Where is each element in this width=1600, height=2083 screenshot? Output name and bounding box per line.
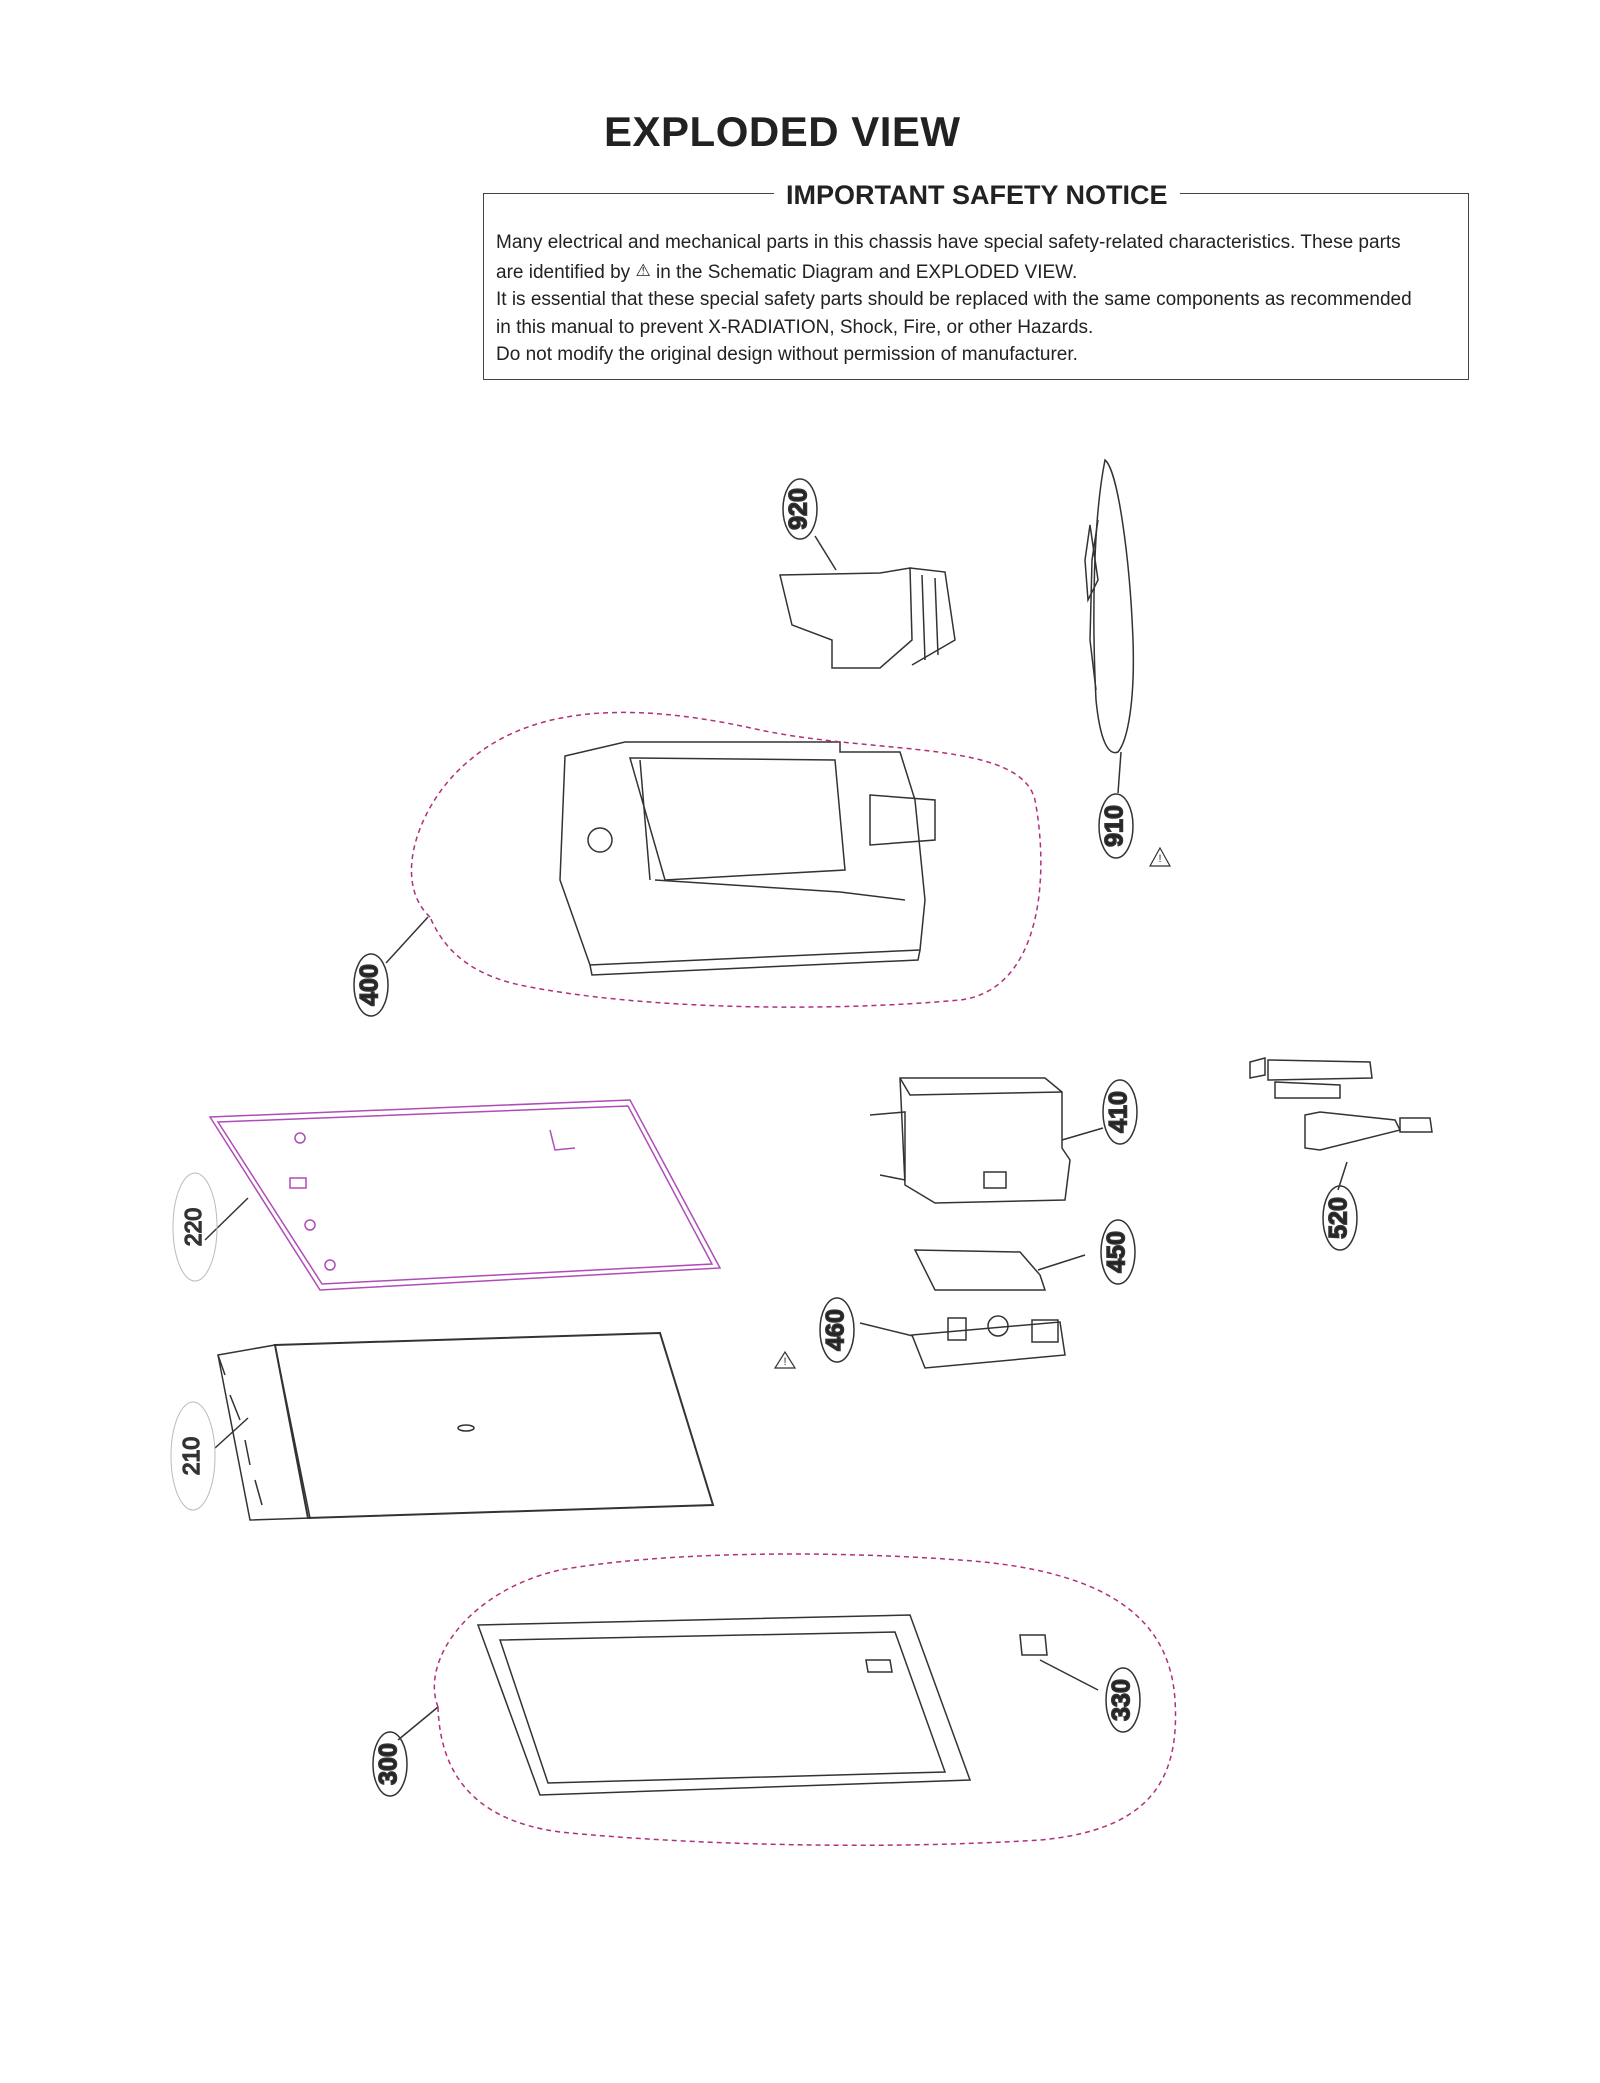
part-460-board [773, 1297, 1066, 1369]
callout-450: 450 [1103, 1231, 1131, 1273]
part-450-board [913, 1219, 1136, 1291]
leader-220 [204, 1197, 249, 1241]
callout-300: 300 [375, 1743, 403, 1785]
group-outline-400 [410, 711, 1042, 1008]
callout-220-shape [172, 1172, 218, 1282]
notice-line-2-after: in the Schematic Diagram and EXPLODED VI… [655, 261, 1078, 283]
part-300-front-bezel [372, 1614, 972, 1797]
notice-line-2: are identified by ⚠ in the Schematic Dia… [496, 257, 1456, 287]
callout-210: 210 [178, 1437, 204, 1475]
notice-line-1: Many electrical and mechanical parts in … [496, 232, 1401, 253]
notice-line-5: Do not modify the original design withou… [496, 344, 1078, 365]
part-920-stand-neck [779, 478, 956, 669]
part-210-lcd-panel [214, 1331, 715, 1521]
callout-220: 220 [180, 1208, 206, 1246]
safety-mark-910: ! [1158, 853, 1161, 865]
warning-icon: ⚠ [635, 260, 651, 280]
part-220-rear-frame [208, 1099, 722, 1291]
group-outline-300 [433, 1553, 1177, 1847]
callout-910: 910 [1101, 805, 1129, 847]
part-520-cables [1249, 1057, 1433, 1251]
part-910-stand-base [1084, 458, 1172, 867]
notice-line-3: It is essential that these special safet… [496, 289, 1412, 310]
safety-notice-heading: IMPORTANT SAFETY NOTICE [774, 180, 1180, 211]
safety-mark-460: ! [783, 1356, 786, 1368]
callout-520: 520 [1325, 1197, 1353, 1239]
part-410-main-board [869, 1077, 1138, 1204]
callout-400: 400 [356, 964, 384, 1006]
callout-330: 330 [1108, 1679, 1136, 1721]
safety-notice-body: Many electrical and mechanical parts in … [496, 229, 1456, 369]
part-400-back-cover [353, 741, 936, 1017]
callout-920: 920 [785, 488, 813, 530]
notice-line-2-before: are identified by [496, 261, 631, 283]
part-330-small-part [1019, 1634, 1141, 1733]
callout-210-shape [170, 1401, 216, 1511]
page-title: EXPLODED VIEW [604, 108, 961, 155]
callout-410: 410 [1105, 1091, 1133, 1133]
notice-line-4: in this manual to prevent X-RADIATION, S… [496, 316, 1094, 338]
callout-460: 460 [822, 1309, 850, 1351]
